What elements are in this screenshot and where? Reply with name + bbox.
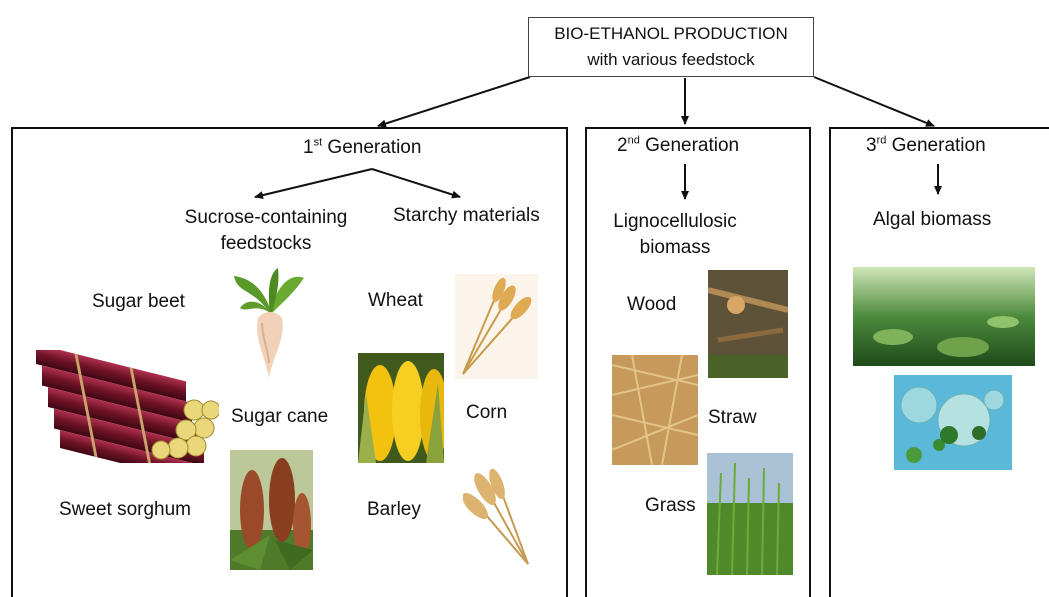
algae-surface-image — [853, 267, 1035, 366]
straw-image — [612, 355, 698, 465]
wood-label: Wood — [627, 294, 677, 315]
corn-image — [358, 353, 444, 463]
title-line-1: BIO-ETHANOL PRODUCTION — [554, 24, 788, 43]
algal-biomass-label: Algal biomass — [873, 209, 992, 230]
sweet-sorghum-image — [230, 450, 313, 570]
connector-arrows — [254, 76, 942, 200]
starchy-materials-label: Starchy materials — [393, 205, 540, 226]
gen2-heading: 2nd Generation — [617, 134, 740, 156]
sugar-cane-image — [36, 350, 219, 463]
arrow-to-sucrose — [254, 168, 373, 200]
barley-image — [463, 468, 529, 565]
lignocellulosic-label: Lignocellulosic biomass — [613, 211, 737, 258]
sweet-sorghum-label: Sweet sorghum — [59, 499, 192, 520]
grass-image — [707, 453, 793, 575]
sugar-beet-label: Sugar beet — [92, 291, 185, 312]
arrow-to-starchy — [371, 168, 461, 199]
barley-label: Barley — [367, 499, 421, 520]
wheat-label: Wheat — [368, 290, 423, 311]
wood-image — [708, 270, 788, 378]
straw-label: Straw — [708, 407, 757, 428]
arrow-to-gen1 — [377, 76, 531, 128]
algae-cells-image — [894, 375, 1012, 470]
gen3-heading: 3rd Generation — [866, 134, 986, 156]
wheat-image — [455, 274, 538, 379]
corn-label: Corn — [466, 402, 508, 423]
arrow-to-gen3 — [813, 76, 935, 127]
gen1-heading: 1st Generation — [303, 136, 422, 158]
sucrose-feedstocks-label: Sucrose-containing feedstocks — [184, 207, 348, 254]
diagram-title-box: BIO-ETHANOL PRODUCTION with various feed… — [528, 17, 814, 77]
grass-label: Grass — [645, 495, 696, 516]
sugar-cane-label: Sugar cane — [231, 406, 329, 427]
title-line-2: with various feedstock — [587, 50, 755, 69]
sugar-beet-image — [234, 268, 304, 378]
